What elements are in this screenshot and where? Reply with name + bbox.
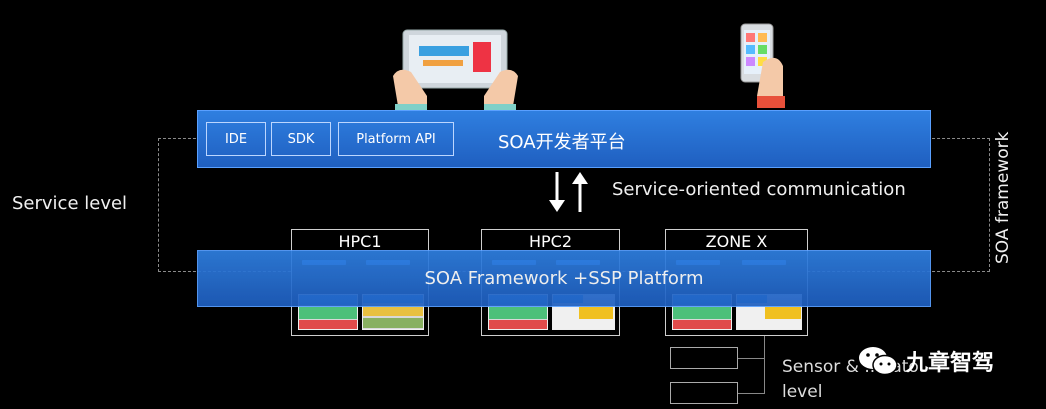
framework-bar-title: SOA Framework +SSP Platform xyxy=(424,268,704,289)
soa-developer-platform-bar: IDE SDK Platform API SOA开发者平台 xyxy=(197,110,931,168)
bidirectional-arrows-icon xyxy=(545,170,591,214)
watermark: 九章智驾 xyxy=(858,344,994,378)
sensor-level-line2: level xyxy=(782,382,823,402)
service-oriented-communication-label: Service-oriented communication xyxy=(612,179,906,200)
service-level-label: Service level xyxy=(12,193,128,214)
dev-platform-title: SOA开发者平台 xyxy=(498,132,626,153)
soa-framework-ssp-bar: SOA Framework +SSP Platform xyxy=(197,250,931,307)
sensor-connector xyxy=(764,336,765,394)
node-title-hpc1: HPC1 xyxy=(338,232,382,251)
node-title-zone-x: ZONE X xyxy=(705,232,768,251)
sdk-box: SDK xyxy=(271,122,331,156)
phone-hand-icon xyxy=(733,22,793,110)
sensor-box xyxy=(670,382,738,404)
sensor-box xyxy=(670,347,738,369)
wechat-icon xyxy=(859,347,898,376)
node-title-hpc2: HPC2 xyxy=(528,232,573,251)
soa-framework-side-label: SOA framework xyxy=(993,131,1013,265)
tablet-hands-icon xyxy=(393,26,518,112)
ide-box: IDE xyxy=(206,122,266,156)
sensor-connector xyxy=(738,358,764,359)
sensor-connector xyxy=(738,393,764,394)
watermark-text: 九章智驾 xyxy=(906,351,995,376)
platform-api-box: Platform API xyxy=(338,122,454,156)
